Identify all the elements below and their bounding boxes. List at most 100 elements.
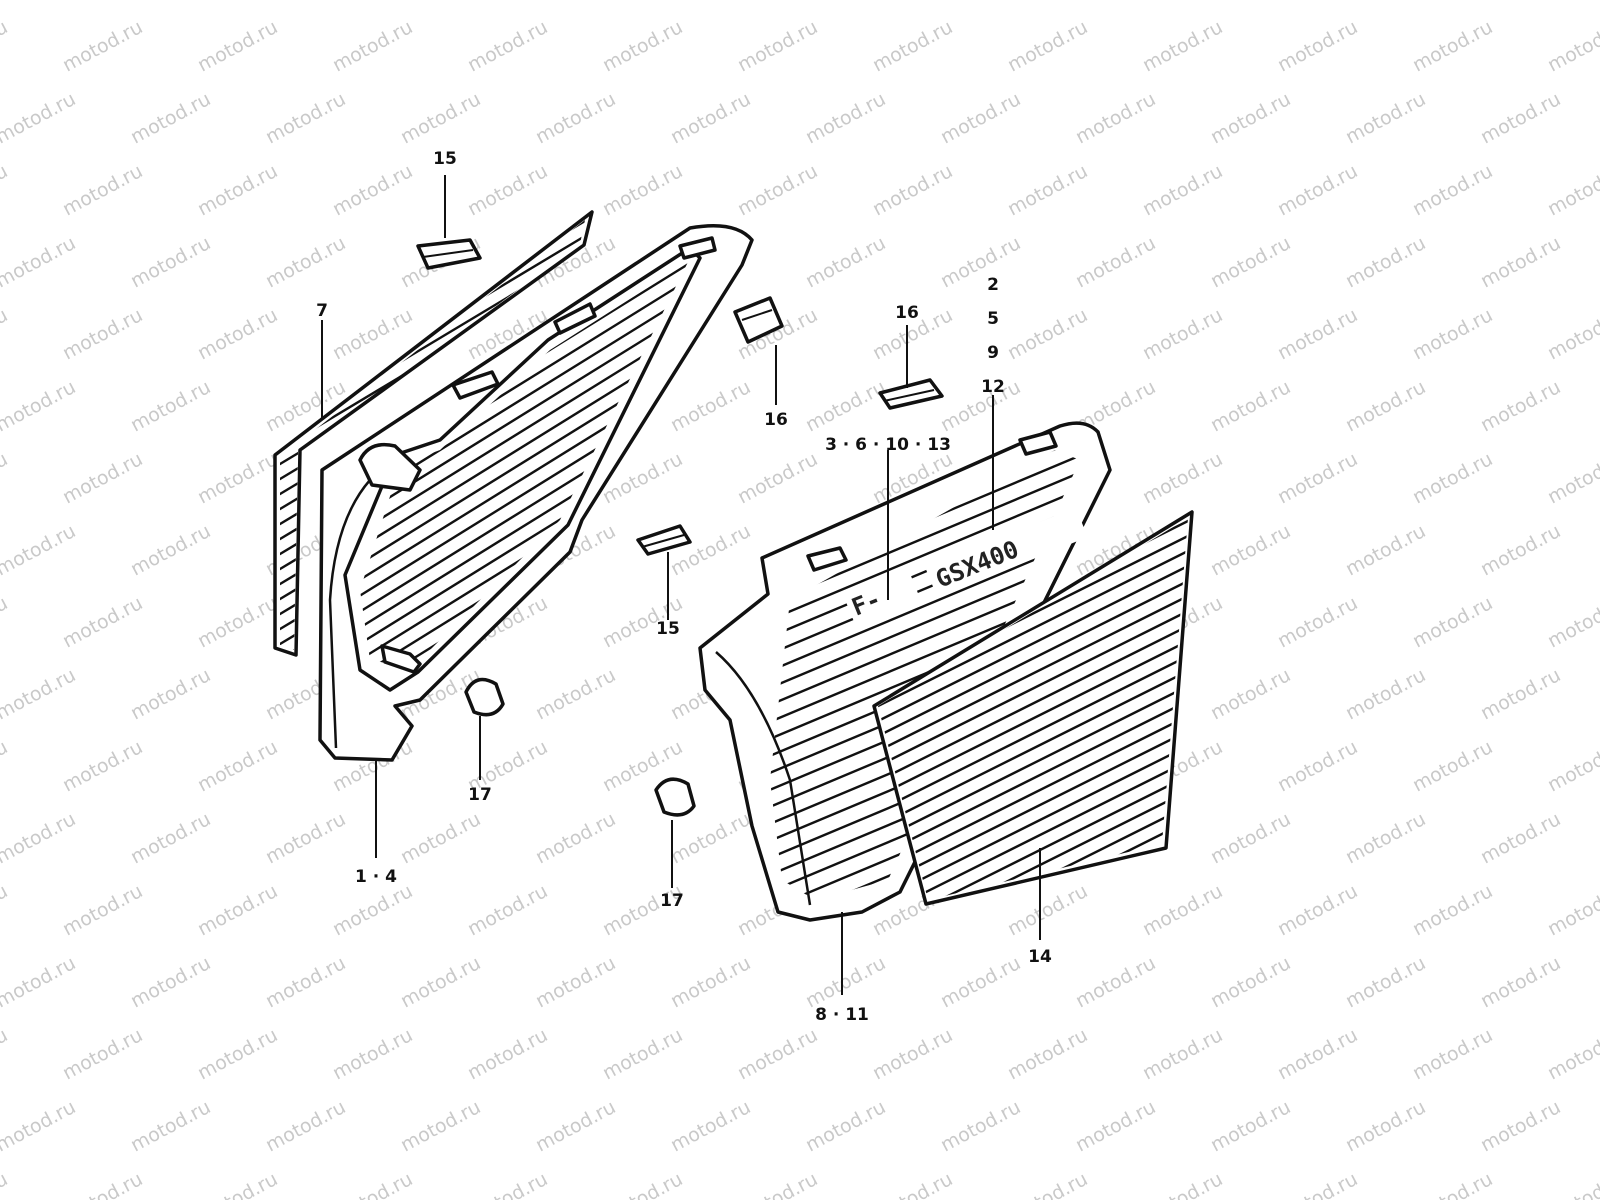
- watermark-text: motod.ru: [532, 88, 619, 148]
- watermark-text: motod.ru: [0, 592, 11, 652]
- watermark-text: motod.ru: [397, 88, 484, 148]
- watermark-text: motod.ru: [59, 16, 146, 76]
- watermark-text: motod.ru: [0, 1168, 11, 1200]
- hatch-line: [878, 603, 1188, 772]
- watermark-text: motod.ru: [59, 736, 146, 796]
- watermark-text: motod.ru: [1409, 304, 1496, 364]
- watermark-text: motod.ru: [194, 304, 281, 364]
- watermark-text: motod.ru: [0, 1024, 11, 1084]
- watermark-text: motod.ru: [464, 880, 551, 940]
- watermark-text: motod.ru: [1477, 952, 1564, 1012]
- watermark-text: motod.ru: [1274, 880, 1361, 940]
- watermark-text: motod.ru: [532, 664, 619, 724]
- watermark-text: motod.ru: [1004, 304, 1091, 364]
- watermark-text: motod.ru: [127, 664, 214, 724]
- watermark-text: motod.ru: [194, 880, 281, 940]
- hatch-line: [878, 588, 1188, 757]
- watermark-text: motod.ru: [0, 808, 79, 868]
- callout-15-top: 15: [433, 149, 457, 169]
- watermark-text: motod.ru: [1207, 232, 1294, 292]
- watermark-text: motod.ru: [1139, 304, 1226, 364]
- callout-9: 9: [987, 343, 999, 363]
- watermark-text: motod.ru: [1004, 1168, 1091, 1200]
- watermark-text: motod.ru: [1072, 952, 1159, 1012]
- watermark-text: motod.ru: [734, 1168, 821, 1200]
- hatch-line: [878, 723, 1188, 892]
- watermark-text: motod.ru: [599, 1168, 686, 1200]
- watermark-text: motod.ru: [262, 232, 349, 292]
- watermark-text: motod.ru: [0, 0, 79, 4]
- hatch-line: [878, 663, 1188, 832]
- watermark-text: motod.ru: [0, 952, 79, 1012]
- callout-1-4: 1 · 4: [355, 867, 397, 887]
- watermark-text: motod.ru: [1544, 880, 1600, 940]
- watermark-text: motod.ru: [937, 952, 1024, 1012]
- watermark-text: motod.ru: [1544, 160, 1600, 220]
- watermark-text: motod.ru: [1207, 0, 1294, 4]
- watermark-text: motod.ru: [0, 880, 11, 940]
- watermark-text: motod.ru: [1409, 16, 1496, 76]
- watermark-text: motod.ru: [1274, 160, 1361, 220]
- watermark-text: motod.ru: [1207, 376, 1294, 436]
- watermark-text: motod.ru: [802, 88, 889, 148]
- watermark-text: motod.ru: [1139, 880, 1226, 940]
- watermark-text: motod.ru: [1477, 376, 1564, 436]
- callout-16-mid: 16: [764, 410, 788, 430]
- watermark-text: motod.ru: [937, 88, 1024, 148]
- watermark-text: motod.ru: [0, 16, 11, 76]
- callout-3-6-10-13: 3 · 6 · 10 · 13: [825, 435, 951, 455]
- watermark-text: motod.ru: [1004, 1024, 1091, 1084]
- watermark-text: motod.ru: [802, 232, 889, 292]
- watermark-text: motod.ru: [1409, 1024, 1496, 1084]
- watermark-text: motod.ru: [329, 160, 416, 220]
- hatch-line: [280, 220, 585, 247]
- watermark-text: motod.ru: [0, 160, 11, 220]
- callout-15-mid: 15: [656, 619, 680, 639]
- watermark-text: motod.ru: [1342, 664, 1429, 724]
- hatch-line: [878, 738, 1188, 900]
- watermark-text: motod.ru: [1477, 520, 1564, 580]
- watermark-text: motod.ru: [194, 592, 281, 652]
- watermark-text: motod.ru: [262, 952, 349, 1012]
- watermark-text: motod.ru: [1342, 952, 1429, 1012]
- watermark-text: motod.ru: [1342, 232, 1429, 292]
- watermark-text: motod.ru: [194, 736, 281, 796]
- cushion-16-right: [878, 378, 944, 410]
- watermark-text: motod.ru: [1139, 1168, 1226, 1200]
- watermark-text: motod.ru: [1477, 232, 1564, 292]
- watermark-text: motod.ru: [1409, 736, 1496, 796]
- watermark-text: motod.ru: [0, 448, 11, 508]
- watermark-text: motod.ru: [1139, 1024, 1226, 1084]
- watermark-text: motod.ru: [1274, 448, 1361, 508]
- cushion-16-mid: [733, 296, 784, 344]
- watermark-text: motod.ru: [802, 952, 889, 1012]
- watermark-text: motod.ru: [1544, 1168, 1600, 1200]
- watermark-text: motod.ru: [1544, 304, 1600, 364]
- watermark-text: motod.ru: [127, 808, 214, 868]
- watermark-text: motod.ru: [532, 1096, 619, 1156]
- watermark-text: motod.ru: [1477, 0, 1564, 4]
- watermark-text: motod.ru: [127, 520, 214, 580]
- watermark-text: motod.ru: [1004, 16, 1091, 76]
- watermark-text: motod.ru: [1207, 1096, 1294, 1156]
- hatch-line: [360, 319, 688, 546]
- watermark-text: motod.ru: [194, 16, 281, 76]
- watermark-text: motod.ru: [1274, 304, 1361, 364]
- watermark-text: motod.ru: [127, 88, 214, 148]
- watermark-text: motod.ru: [1139, 16, 1226, 76]
- watermark-text: motod.ru: [1207, 88, 1294, 148]
- callout-8-11: 8 · 11: [815, 1005, 869, 1025]
- watermark-text: motod.ru: [1342, 520, 1429, 580]
- watermark-text: motod.ru: [1004, 880, 1091, 940]
- watermark-text: motod.ru: [1544, 592, 1600, 652]
- watermark-text: motod.ru: [329, 1168, 416, 1200]
- watermark-text: motod.ru: [194, 448, 281, 508]
- watermark-text: motod.ru: [1544, 736, 1600, 796]
- hatch-line: [878, 768, 1188, 900]
- watermark-text: motod.ru: [1072, 232, 1159, 292]
- watermark-text: motod.ru: [667, 808, 754, 868]
- watermark-text: motod.ru: [464, 1168, 551, 1200]
- hatch-line: [770, 484, 1080, 626]
- hatch-line: [360, 303, 688, 530]
